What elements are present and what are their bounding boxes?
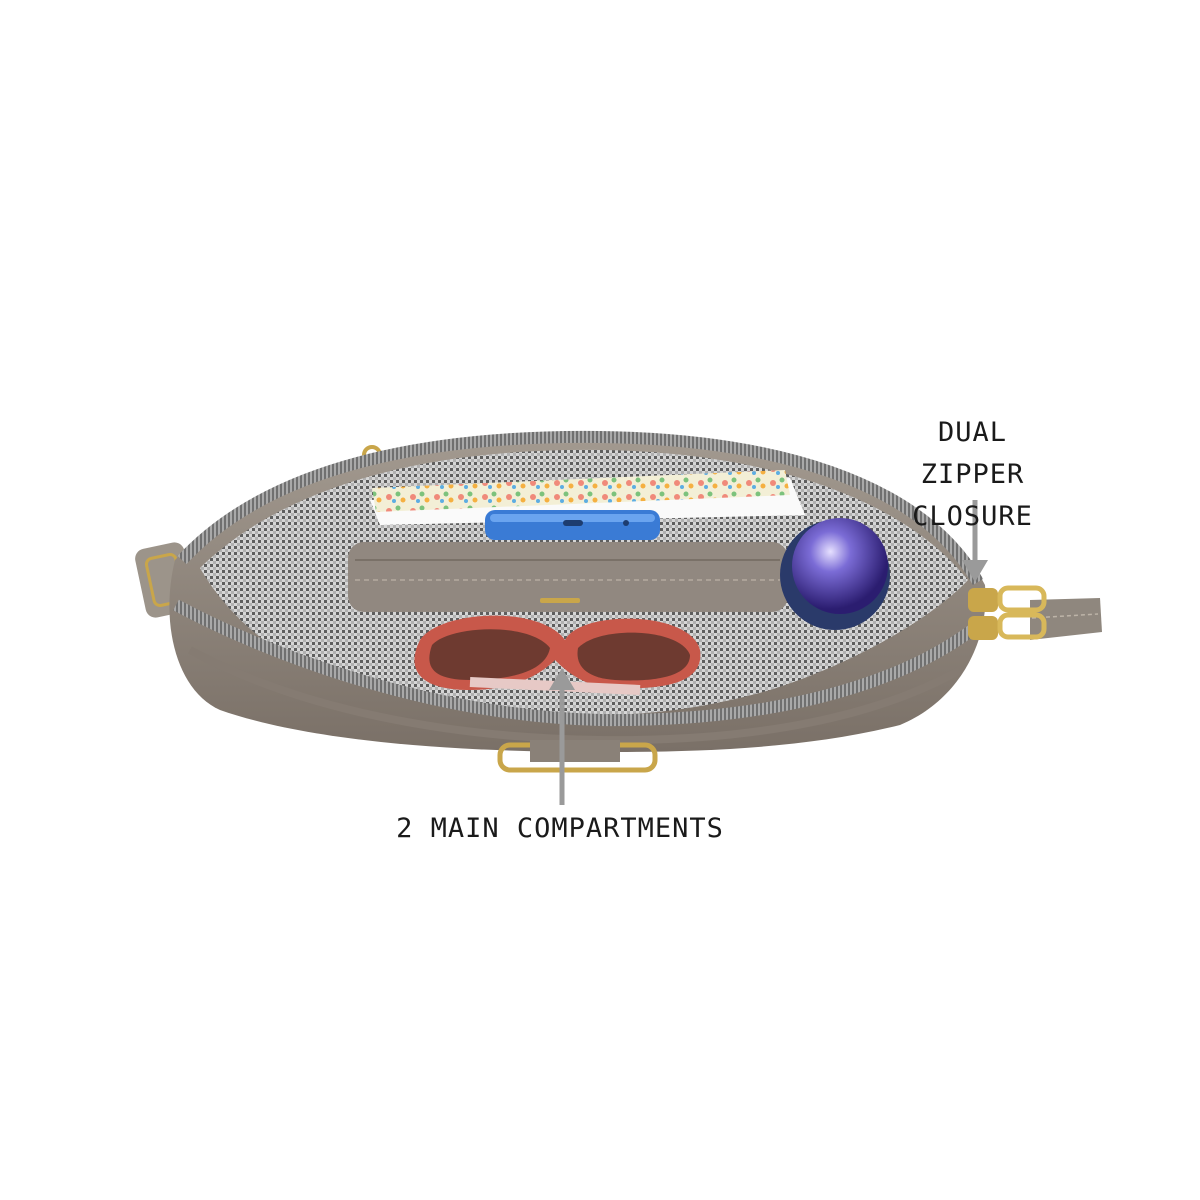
callout-zipper-line1: DUAL ZIPPER (920, 417, 1025, 490)
sunglasses (414, 615, 701, 695)
wallet (348, 542, 788, 612)
bottom-buckle-hardware (497, 740, 658, 773)
zipper-track-top (177, 430, 984, 585)
right-strap (1030, 598, 1102, 640)
zipper-track-lower (188, 646, 962, 745)
arrow-zipper (962, 500, 988, 582)
callout-zipper-line2: CLOSURE (912, 501, 1033, 532)
zipper-track-bottom (173, 599, 989, 727)
callout-main-compartments: 2 MAIN COMPARTMENTS (396, 813, 724, 844)
purple-container (780, 518, 890, 630)
callout-dual-zipper: DUAL ZIPPER CLOSURE (880, 412, 1065, 538)
arrow-compartments (549, 668, 575, 805)
smartphone (485, 510, 660, 540)
zipper-pulls (968, 585, 1047, 640)
floral-notebook (370, 470, 805, 525)
